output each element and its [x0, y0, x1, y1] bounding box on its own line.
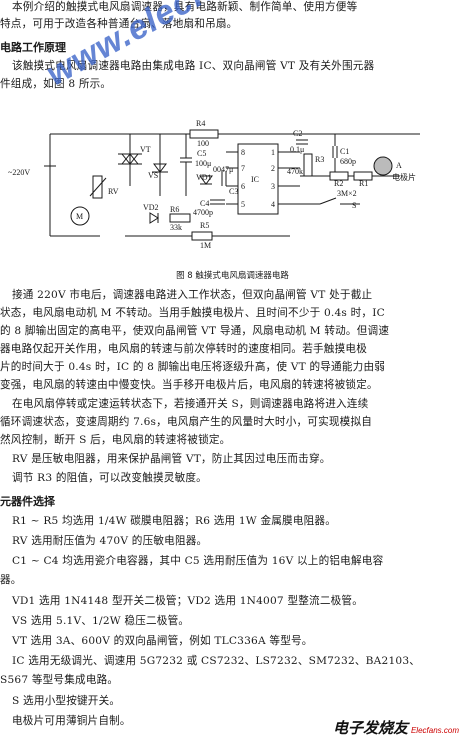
label-c5-value: 100μ — [195, 159, 211, 168]
body-line-2: 状态，电风扇电动机 M 不转动。当用手触摸电极片、且时间不少于 0.4s 时，I… — [0, 307, 385, 319]
intro-line-1: 本例介绍的触摸式电风扇调速器，具有电路新颖、制作简单、使用方便等 — [12, 1, 358, 13]
label-m: M — [76, 212, 83, 221]
pin-4: 4 — [271, 200, 275, 209]
principle-line-2: 件组成，如图 8 所示。 — [0, 78, 112, 90]
label-c3: C3 — [229, 187, 238, 196]
label-r6-value: 33k — [170, 223, 182, 232]
circuit-schematic: R4 100 C2 0.1μ C1 680p ~220V VT VS C5 10… — [8, 119, 420, 250]
label-c2-value: 0.1μ — [290, 145, 304, 154]
section-heading-parts: 元器件选择 — [0, 495, 55, 508]
body-line-4: 器电路仅起开关作用，电风扇的转速与前次停转时的速度相同。若手触摸电极 — [0, 343, 367, 355]
parts-line-3: C1 ~ C4 均选用瓷介电容器，其中 C5 选用耐压值为 16V 以上的铝电解… — [12, 555, 384, 567]
label-electrode: 电极片 — [392, 172, 416, 182]
resistor-r3 — [303, 153, 313, 177]
label-r3: R3 — [315, 155, 324, 164]
label-vd1: VD1 — [196, 173, 212, 182]
resistor-r5 — [191, 231, 213, 241]
label-s: S — [352, 201, 356, 210]
resistor-r4 — [189, 129, 219, 139]
label-a: A — [396, 161, 402, 170]
label-r2: R2 — [334, 179, 343, 188]
body-line-11: 调节 R3 的阻值，可以改变触摸灵敏度。 — [12, 472, 207, 484]
parts-line-6: VS 选用 5.1V、1/2W 稳压二极管。 — [12, 615, 190, 627]
parts-line-9: S567 等型号集成电路。 — [0, 674, 119, 686]
zener-vs — [153, 163, 167, 173]
pin-5: 5 — [241, 200, 245, 209]
label-r5: R5 — [200, 221, 209, 230]
parts-line-5: VD1 选用 1N4148 型开关二极管；VD2 选用 1N4007 型整流二极… — [12, 595, 363, 607]
motor-m — [70, 206, 90, 226]
diode-vd1 — [199, 175, 213, 185]
label-r1: R1 — [359, 179, 368, 188]
parts-line-11: 电极片可用薄铜片自制。 — [12, 715, 131, 727]
label-c1: C1 — [340, 147, 349, 156]
label-r5-value: 1M — [200, 241, 211, 250]
electrode-plate — [373, 156, 393, 176]
pin-6: 6 — [241, 182, 245, 191]
pin-1: 1 — [271, 148, 275, 157]
body-line-10: RV 是压敏电阻器，用来保护晶闸管 VT，防止其因过电压而击穿。 — [12, 453, 331, 465]
parts-line-4: 器。 — [0, 574, 22, 586]
parts-line-8: IC 选用无级调光、调速用 5G7232 或 CS7232、LS7232、SM7… — [12, 655, 421, 667]
label-c3-value: 0047μ — [213, 165, 233, 174]
switch-s — [319, 197, 337, 205]
label-c2: C2 — [293, 129, 302, 138]
site-logo: 电子发烧友 Elecfans.com — [333, 717, 459, 738]
label-r3-value: 470k — [287, 167, 303, 176]
parts-line-1: R1 ~ R5 均选用 1/4W 碳膜电阻器；R6 选用 1W 金属膜电阻器。 — [12, 515, 337, 527]
label-r4: R4 — [196, 119, 205, 128]
logo-en: Elecfans.com — [410, 726, 459, 735]
body-line-9: 然风控制，断开 S 后，电风扇的转速将被锁定。 — [0, 434, 231, 446]
label-ac: ~220V — [8, 168, 30, 177]
label-r6: R6 — [170, 205, 179, 214]
logo-cn: 电子发烧友 — [332, 719, 408, 737]
label-c4: C4 — [200, 199, 209, 208]
body-line-1: 接通 220V 市电后，调速器电路进入工作状态，但双向晶闸管 VT 处于截止 — [12, 289, 373, 301]
ic-chip — [237, 143, 279, 215]
label-ic: IC — [251, 175, 259, 184]
pin-8: 8 — [241, 148, 245, 157]
label-vt: VT — [140, 145, 151, 154]
pin-2: 2 — [271, 164, 275, 173]
label-r12-value: 3M×2 — [337, 189, 357, 198]
pin-7: 7 — [241, 164, 245, 173]
pin-3: 3 — [271, 182, 275, 191]
parts-line-7: VT 选用 3A、600V 的双向晶闸管，例如 TLC336A 等型号。 — [12, 635, 313, 647]
body-line-6: 变强，电风扇的转速由中慢变快。当手移开电极片后，电风扇的转速将被锁定。 — [0, 379, 378, 391]
label-rv: RV — [108, 187, 119, 196]
parts-line-10: S 选用小型按键开关。 — [12, 695, 121, 707]
principle-line-1: 该触摸式电风扇调速器电路由集成电路 IC、双向晶闸管 VT 及有关外围元器 — [12, 60, 375, 72]
body-line-3: 的 8 脚输出固定的高电平，使双向晶闸管 VT 导通，风扇电动机 M 转动。但调… — [0, 325, 390, 337]
figure-caption: 图 8 触摸式电风扇调速器电路 — [176, 271, 289, 281]
label-r4-value: 100 — [197, 139, 209, 148]
section-heading-principle: 电路工作原理 — [0, 41, 66, 54]
intro-line-2: 特点，可用于改造各种普通台扇、落地扇和吊扇。 — [0, 18, 238, 30]
resistor-r1 — [353, 171, 373, 181]
label-c5: C5 — [197, 149, 206, 158]
label-c4-value: 4700p — [193, 208, 213, 217]
body-line-7: 在电风扇停转或定速运转状态下，若接通开关 S，则调速器电路将进入连续 — [12, 398, 369, 410]
body-line-8: 循环调速状态，变速周期约 7.6s，电风扇产生的风量时大时小，可实现模拟自 — [0, 416, 373, 428]
diode-vd2 — [149, 212, 159, 224]
label-vs: VS — [148, 171, 158, 180]
body-line-5: 片的时间大于 0.4s 时，IC 的 8 脚输出电压将逐级升高，使 VT 的导通… — [0, 361, 386, 373]
resistor-r6 — [169, 213, 191, 223]
parts-line-2: RV 选用耐压值为 470V 的压敏电阻器。 — [12, 535, 208, 547]
label-c1-value: 680p — [340, 157, 356, 166]
label-vd2: VD2 — [143, 203, 159, 212]
resistor-r2 — [329, 171, 349, 181]
